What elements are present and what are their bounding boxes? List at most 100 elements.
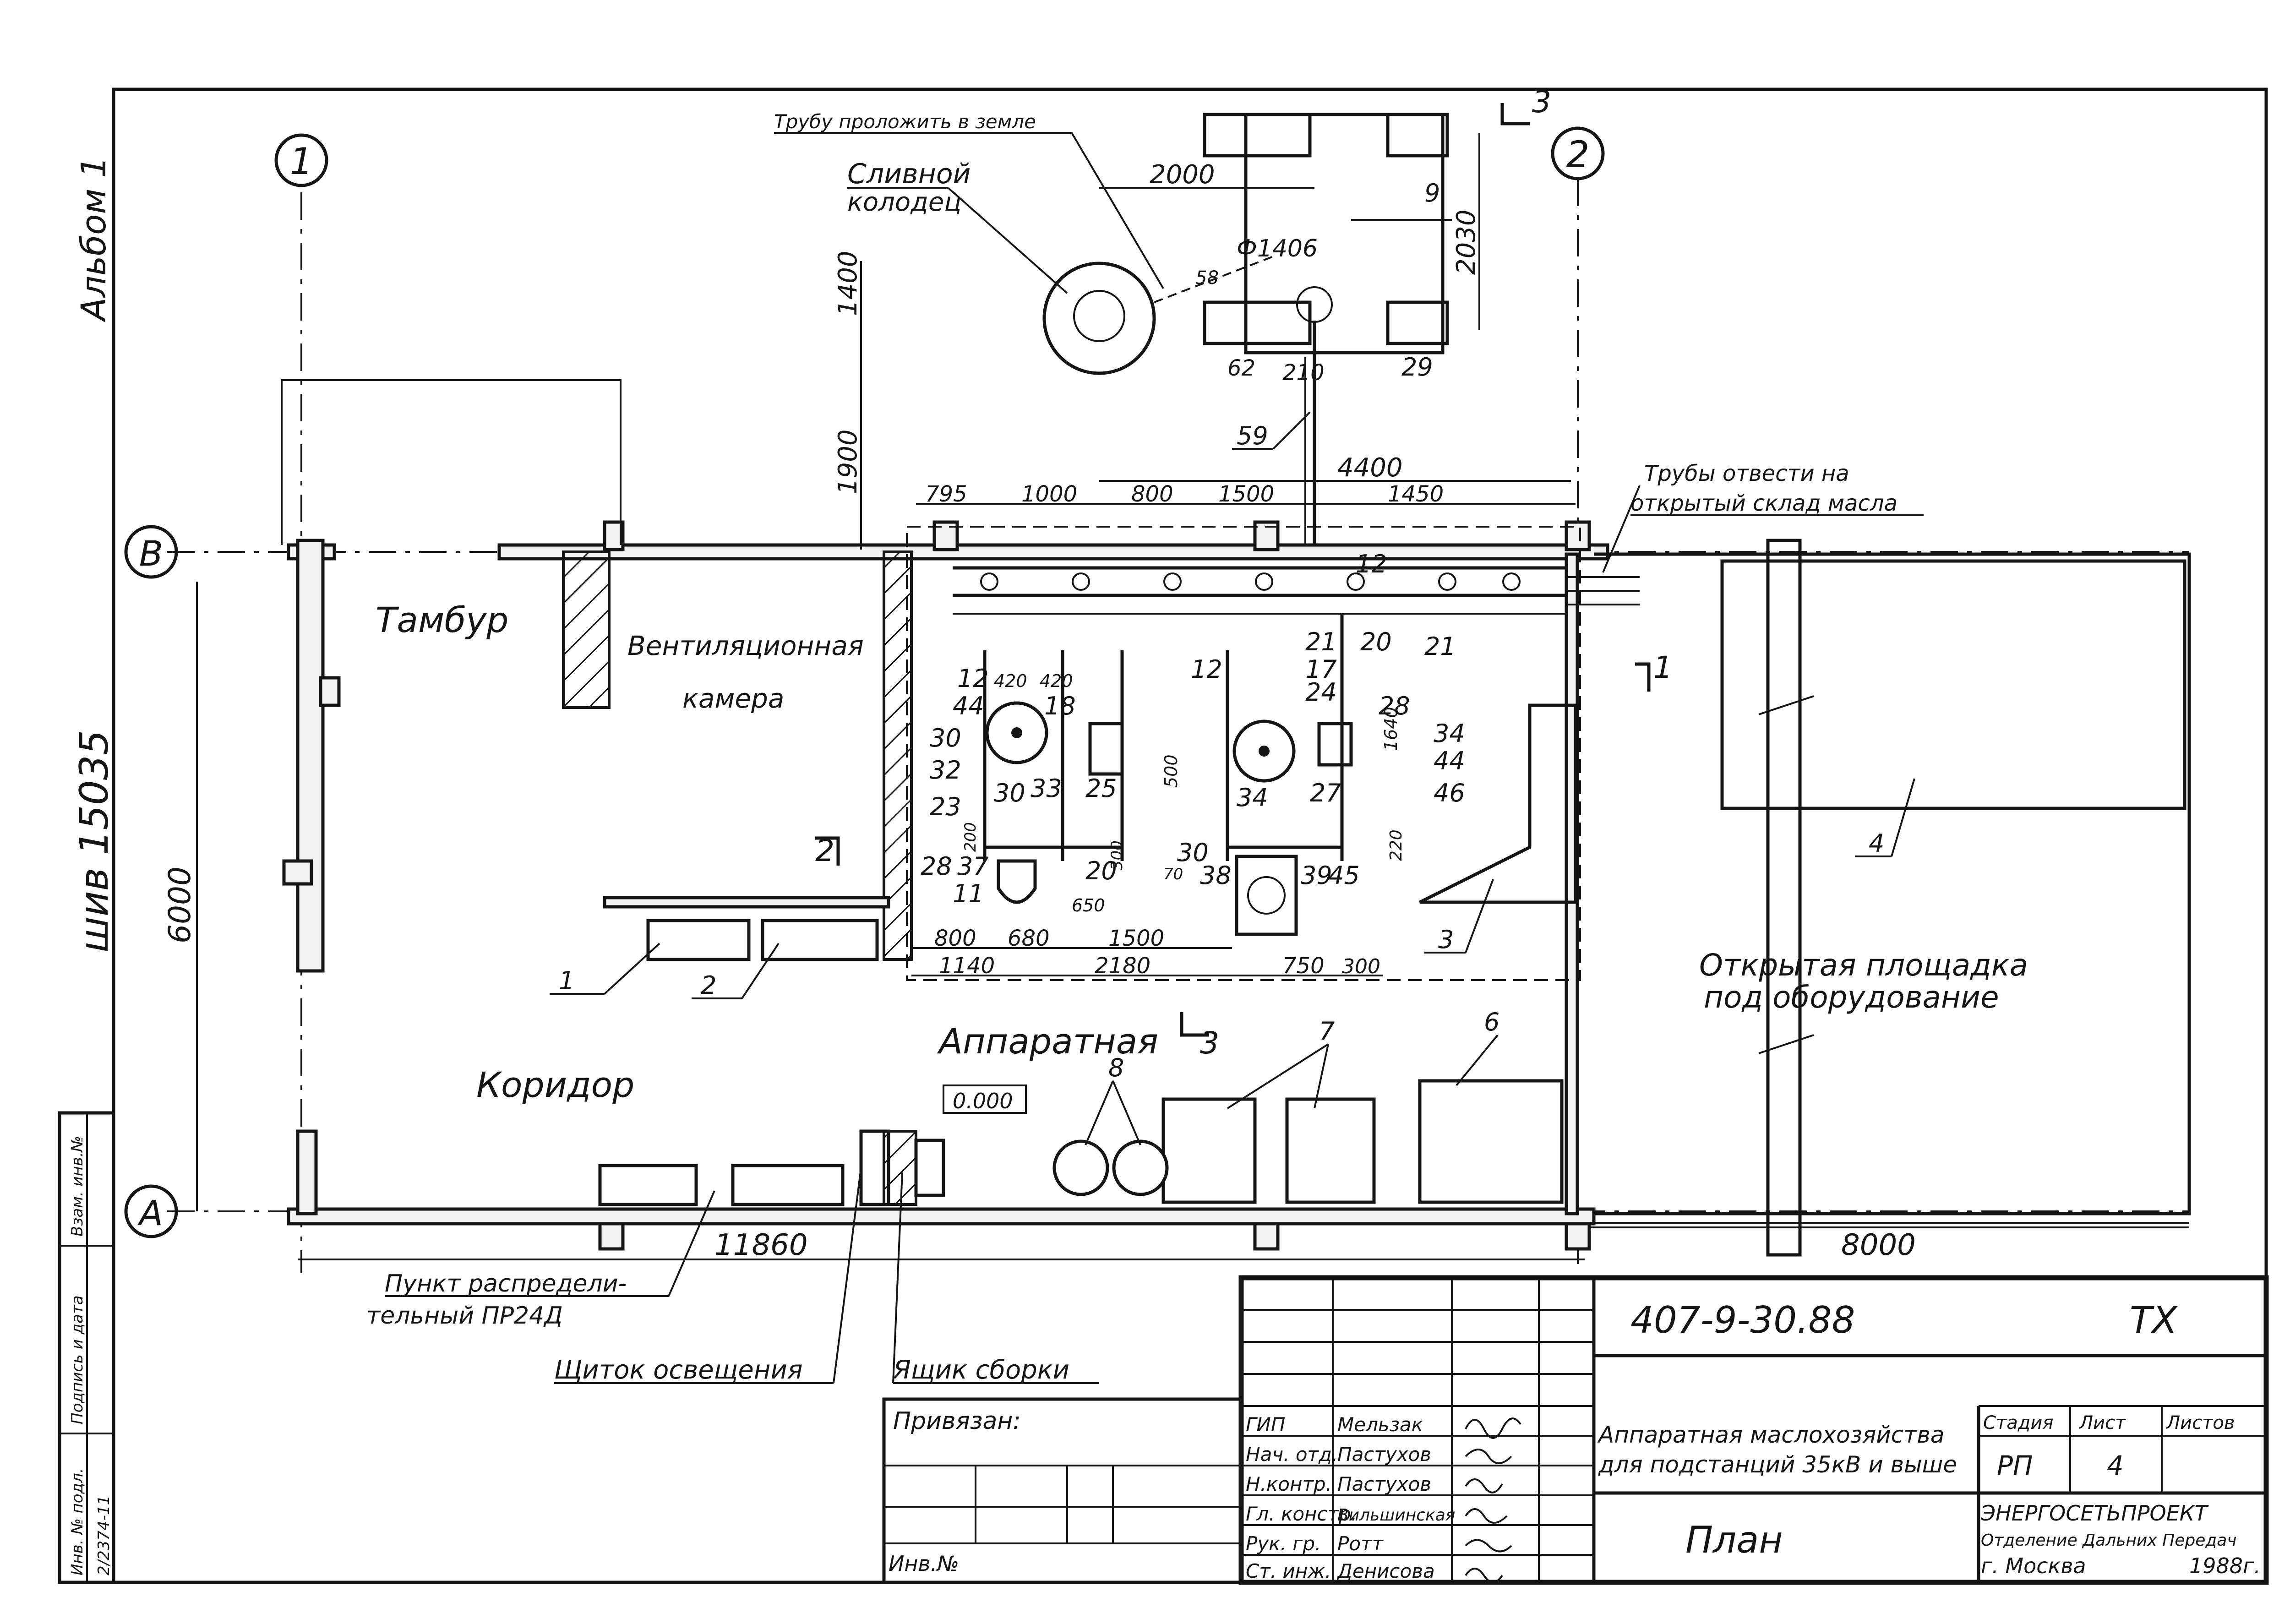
- dim-500: 500: [1161, 754, 1181, 788]
- mark-34b: 34: [1434, 719, 1465, 748]
- dim-300: 300: [1342, 955, 1380, 978]
- sheet-border: [112, 87, 2268, 1584]
- mark-4: 4: [1869, 829, 1884, 858]
- section-3-bottom: 3: [1200, 1025, 1219, 1061]
- mark-32: 32: [930, 756, 961, 785]
- mark-30c: 30: [1177, 838, 1209, 867]
- stamp-number: 2/2374-11: [95, 1495, 113, 1575]
- sheet-value: 4: [2107, 1450, 2124, 1481]
- mark-2: 2: [701, 971, 716, 1000]
- room-apparatus: Аппаратная: [937, 1021, 1158, 1062]
- notes: Трубу проложить в земле Сливной колодец …: [366, 110, 1924, 1385]
- mark-34a: 34: [1237, 783, 1268, 812]
- mark-33: 33: [1030, 774, 1062, 803]
- dimension-texts: 6000 11860 8000 2000 2030 1400 1900 4400…: [162, 160, 1916, 1262]
- stage-value: РП: [1997, 1450, 2033, 1481]
- note-pipes-out-2: открытый склад масла: [1630, 490, 1897, 516]
- dim-1400: 1400: [833, 251, 863, 316]
- mark-44b: 44: [1434, 747, 1465, 775]
- staff-name: Вильшинская: [1337, 1506, 1455, 1525]
- margin-labels: Альбом 1 шив 15035: [71, 156, 117, 953]
- dim-220: 220: [1387, 829, 1406, 861]
- signatures: [1465, 1417, 1521, 1583]
- mark-30a: 30: [930, 724, 961, 752]
- note-pipes-out: Трубы отвести на: [1644, 461, 1849, 486]
- mark-23: 23: [930, 792, 961, 821]
- dim-58: 58: [1195, 267, 1219, 289]
- inv-no-label: Инв.№: [889, 1551, 959, 1576]
- note-distribution: Пункт распредели-: [385, 1270, 627, 1297]
- col-stage: Стадия: [1983, 1412, 2053, 1433]
- dim-62: 62: [1227, 355, 1255, 381]
- mark-45: 45: [1328, 861, 1360, 890]
- staff-role: Нач. отд.: [1246, 1443, 1338, 1466]
- mark-12a: 12: [957, 664, 989, 693]
- room-tambur: Тамбур: [376, 599, 508, 640]
- staff-list: ГИП Мельзак Нач. отд. Пастухов Н.контр. …: [1246, 1413, 1455, 1582]
- mark-12c: 12: [1356, 550, 1387, 578]
- mark-20b: 20: [1360, 627, 1392, 656]
- mark-29: 29: [1401, 353, 1433, 381]
- level-mark: 0.000: [953, 1089, 1013, 1113]
- dim-1500b: 1500: [1108, 926, 1164, 951]
- dim-1140: 1140: [939, 953, 995, 979]
- section-markers: 3 3 1 2: [815, 84, 1673, 1061]
- stamp-podpis-label: Подпись и дата: [68, 1295, 87, 1424]
- dim-2030: 2030: [1451, 209, 1481, 275]
- note-lighting: Щиток освещения: [554, 1355, 803, 1385]
- note-well-2: колодец: [847, 187, 961, 217]
- dim-420b: 420: [1040, 671, 1073, 691]
- equipment: [598, 703, 1577, 1206]
- mark-1: 1: [559, 966, 574, 995]
- drain-well: [1042, 113, 1449, 545]
- note-distribution-2: тельный ПР24Д: [366, 1302, 563, 1330]
- mark-38: 38: [1200, 861, 1232, 890]
- title-line-2: для подстанций 35кВ и выше: [1598, 1451, 1957, 1478]
- staff-role: Гл. констр.: [1246, 1503, 1357, 1525]
- section-2: 2: [815, 833, 834, 868]
- mark-21a: 21: [1305, 627, 1337, 656]
- staff-name: Пастухов: [1337, 1473, 1431, 1495]
- stamp-inv-podl-label: Инв. № подл.: [68, 1468, 87, 1575]
- dim-1000: 1000: [1021, 481, 1077, 507]
- title-line-1: Аппаратная маслохозяйства: [1597, 1422, 1945, 1448]
- dim-70: 70: [1163, 865, 1183, 883]
- sheet-title: План: [1685, 1519, 1783, 1561]
- col-sheet: Лист: [2078, 1412, 2126, 1433]
- dim-1640: 1640: [1381, 707, 1401, 751]
- svg-text:1: 1: [290, 140, 313, 183]
- room-vent-2: камера: [682, 683, 784, 714]
- dim-11860: 11860: [714, 1228, 808, 1262]
- mark-25: 25: [1085, 774, 1117, 803]
- album-label: Альбом 1: [74, 156, 114, 322]
- staff-role: Рук. гр.: [1246, 1532, 1321, 1555]
- staff-role: ГИП: [1246, 1413, 1285, 1436]
- doc-type: ТХ: [2130, 1299, 2178, 1341]
- svg-text:В: В: [139, 533, 163, 574]
- note-assembly: Ящик сборки: [893, 1355, 1069, 1385]
- room-open-area-2: под оборудование: [1704, 980, 1999, 1015]
- title-block: Привязан: Инв.№ ГИП Мельзак Нач. отд. Па…: [882, 1275, 2269, 1585]
- mark-6: 6: [1484, 1008, 1499, 1036]
- mark-27: 27: [1310, 779, 1341, 807]
- dim-1500a: 1500: [1218, 481, 1274, 507]
- dim-800b: 800: [934, 926, 976, 951]
- staff-name: Пастухов: [1337, 1443, 1431, 1466]
- note-well: Сливной: [847, 158, 971, 190]
- mark-7: 7: [1319, 1017, 1335, 1046]
- org-line-2: Отделение Дальних Передач: [1981, 1531, 2237, 1550]
- mark-20a: 20: [1085, 856, 1117, 885]
- dim-2180: 2180: [1095, 953, 1150, 979]
- mark-18: 18: [1044, 692, 1076, 720]
- staff-name: Денисова: [1336, 1560, 1435, 1582]
- staff-role: Ст. инж.: [1246, 1560, 1331, 1582]
- dim-650: 650: [1072, 895, 1105, 916]
- privyazan-label: Привязан:: [893, 1407, 1021, 1435]
- left-stamp: Взам. инв.№ Подпись и дата Инв. № подл. …: [58, 1111, 115, 1584]
- org-line-1: ЭНЕРГОСЕТЬПРОЕКТ: [1980, 1501, 2209, 1526]
- svg-text:А: А: [137, 1193, 163, 1233]
- mark-8: 8: [1108, 1053, 1124, 1082]
- dim-300b: 300: [1108, 840, 1126, 870]
- dim-210: 210: [1282, 360, 1325, 386]
